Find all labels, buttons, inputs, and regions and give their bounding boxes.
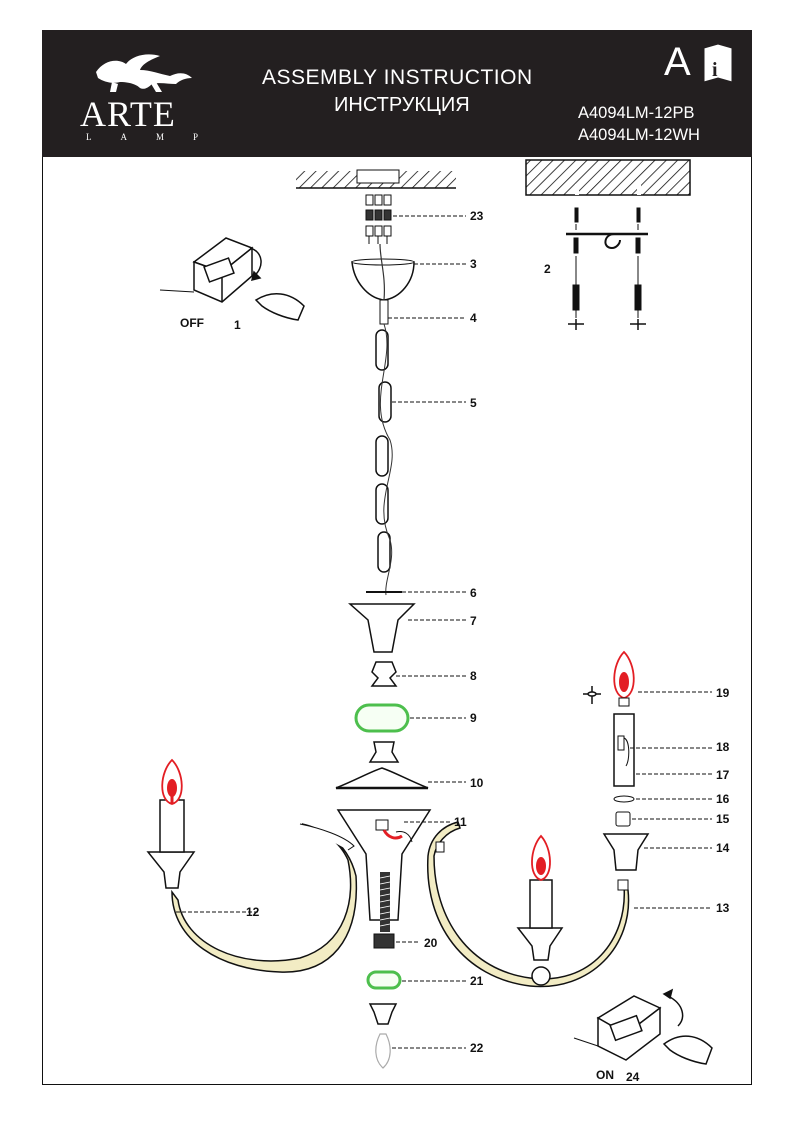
label-19: 19 xyxy=(716,686,730,700)
label-10: 10 xyxy=(470,776,484,790)
label-14: 14 xyxy=(716,841,730,855)
section-letter: A xyxy=(664,40,691,84)
right-arm xyxy=(427,821,630,988)
label-16: 16 xyxy=(716,792,730,806)
green-ring-lower xyxy=(366,970,402,990)
label-22: 22 xyxy=(470,1041,484,1055)
ceiling-right xyxy=(525,159,691,196)
label-7: 7 xyxy=(470,614,477,628)
switch-on-icon xyxy=(573,988,713,1065)
label-23: 23 xyxy=(470,209,484,223)
label-off: OFF xyxy=(180,316,204,330)
chain xyxy=(375,329,392,573)
label-18: 18 xyxy=(716,740,730,754)
label-on: ON xyxy=(596,1068,614,1082)
left-arm xyxy=(171,823,358,973)
switch-off-icon xyxy=(159,237,305,321)
label-17: 17 xyxy=(716,768,730,782)
label-3: 3 xyxy=(470,257,477,271)
label-6: 6 xyxy=(470,586,477,600)
label-12: 12 xyxy=(246,905,260,919)
label-1: 1 xyxy=(234,318,241,332)
upper-cup xyxy=(348,603,416,653)
label-11: 11 xyxy=(454,815,467,829)
connector xyxy=(370,661,398,687)
svg-text:i: i xyxy=(712,59,718,81)
label-2: 2 xyxy=(544,262,551,276)
label-5: 5 xyxy=(470,396,477,410)
label-4: 4 xyxy=(470,311,477,325)
ceiling-center xyxy=(296,169,456,189)
header-bar xyxy=(42,30,752,157)
model-number-pb: A4094LM-12PB xyxy=(578,104,695,122)
label-20: 20 xyxy=(424,936,438,950)
model-number-wh: A4094LM-12WH xyxy=(578,126,700,144)
brand-subtitle: LAMP xyxy=(86,132,228,142)
finial xyxy=(375,1033,391,1069)
center-body xyxy=(336,809,432,921)
green-ring-upper xyxy=(354,703,410,733)
label-24: 24 xyxy=(626,1070,640,1084)
label-9: 9 xyxy=(470,711,477,725)
title-english: ASSEMBLY INSTRUCTION xyxy=(262,66,533,89)
terminal-block xyxy=(365,194,392,244)
title-russian: ИНСТРУКЦИЯ xyxy=(334,94,470,116)
brand-name: ARTE xyxy=(80,94,176,134)
label-13: 13 xyxy=(716,901,730,915)
label-8: 8 xyxy=(470,669,477,683)
dish xyxy=(335,767,429,789)
mounting-hardware xyxy=(566,207,648,330)
label-21: 21 xyxy=(470,974,484,988)
label-15: 15 xyxy=(716,812,730,826)
